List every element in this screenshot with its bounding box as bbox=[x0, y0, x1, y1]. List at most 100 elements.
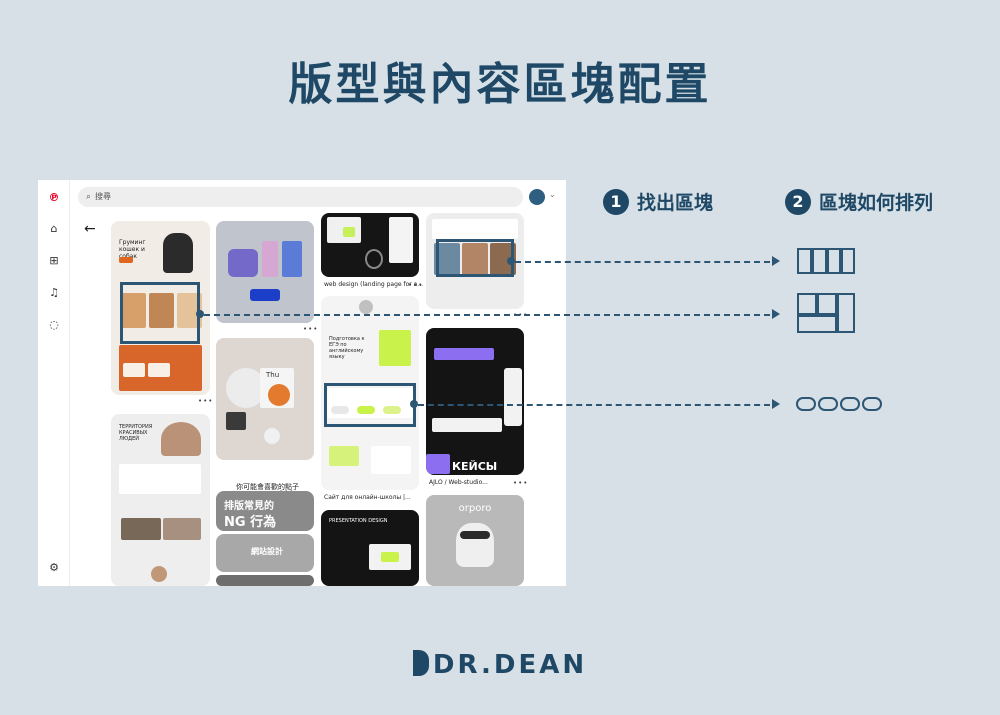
lime-accent bbox=[381, 552, 399, 562]
layout-box bbox=[837, 293, 855, 333]
nft-card bbox=[262, 241, 278, 277]
phone-mock bbox=[389, 217, 413, 263]
brand-mascot-icon bbox=[412, 650, 429, 676]
sphere bbox=[226, 368, 266, 408]
chevron-down-icon[interactable]: ⌄ bbox=[549, 190, 556, 199]
photo-grid bbox=[163, 518, 201, 540]
highlight-block-3 bbox=[324, 383, 416, 427]
course-card bbox=[371, 446, 411, 474]
brand-name: DR.DEAN bbox=[432, 650, 588, 680]
layout-box bbox=[817, 293, 837, 315]
credit-card bbox=[250, 289, 280, 301]
more-icon[interactable]: ••• bbox=[303, 325, 319, 333]
info-card bbox=[123, 363, 145, 377]
layout-pill bbox=[818, 397, 838, 411]
pin-dark[interactable] bbox=[216, 575, 314, 586]
phone-mock bbox=[504, 368, 522, 426]
pin-landing-dark[interactable] bbox=[321, 213, 419, 277]
pin-3d-ui[interactable]: Thu bbox=[216, 338, 314, 460]
lime-accent bbox=[343, 227, 355, 237]
vr-headset bbox=[460, 531, 490, 539]
avatar-image bbox=[151, 566, 167, 582]
portrait-image bbox=[161, 422, 201, 456]
vr-person bbox=[456, 523, 494, 567]
pin-caption: web design (landing page for a... bbox=[324, 281, 424, 288]
nft-card bbox=[282, 241, 302, 277]
pin-layout-ng[interactable]: 排版常見的 NG 行為 bbox=[216, 491, 314, 531]
layout-pill bbox=[796, 397, 816, 411]
layout-pill bbox=[840, 397, 860, 411]
layout-pill bbox=[862, 397, 882, 411]
pin-vr[interactable]: orporo bbox=[426, 495, 524, 586]
connector-line bbox=[204, 314, 770, 316]
pinterest-screenshot: ℗ ⌂ ⊞ ♫ ◌ ⚙ ⌕搜尋 ⌄ ← Груминг кошек и соба… bbox=[38, 180, 566, 586]
connector-line bbox=[418, 404, 770, 406]
landscape-card bbox=[462, 243, 488, 275]
layout-box bbox=[827, 248, 841, 274]
arrow-head-icon bbox=[772, 256, 780, 266]
lime-cubes bbox=[379, 330, 411, 366]
pill bbox=[331, 406, 349, 414]
create-icon[interactable]: ⊞ bbox=[49, 254, 59, 267]
layout-box bbox=[797, 248, 812, 274]
pinterest-logo-icon[interactable]: ℗ bbox=[48, 191, 60, 204]
avatar[interactable] bbox=[529, 189, 545, 205]
dog-image-2 bbox=[149, 293, 174, 328]
highlight-block-2 bbox=[120, 282, 200, 344]
layout-box bbox=[812, 248, 827, 274]
pin-heading: PRESENTATION DESIGN bbox=[329, 518, 388, 524]
step-label: 區塊如何排列 bbox=[819, 192, 934, 214]
pin-beauty[interactable]: ТЕРРИТОРИЯ КРАСИВЫХ ЛЮДЕЙ bbox=[111, 414, 210, 586]
table-block bbox=[432, 219, 518, 239]
sphere bbox=[264, 428, 280, 444]
thu-text: Thu bbox=[266, 371, 280, 379]
connector-node bbox=[410, 400, 418, 408]
nft-card bbox=[228, 249, 258, 277]
cta-button bbox=[119, 257, 133, 263]
orange-orb bbox=[268, 384, 290, 406]
sidebar-rail: ℗ ⌂ ⊞ ♫ ◌ ⚙ bbox=[38, 180, 70, 586]
avatar-image bbox=[359, 300, 373, 314]
arrow-head-icon bbox=[772, 309, 780, 319]
pin-heading: ТЕРРИТОРИЯ КРАСИВЫХ ЛЮДЕЙ bbox=[119, 424, 153, 442]
connector-node bbox=[507, 257, 515, 265]
step-1-header: 1 找出區塊 bbox=[603, 188, 713, 215]
pin-text: NG 行為 bbox=[224, 515, 277, 530]
pin-web-design[interactable]: 網站設計 bbox=[216, 534, 314, 572]
pin-grooming[interactable]: Груминг кошек и собак bbox=[111, 221, 210, 395]
pin-crypto[interactable] bbox=[216, 221, 314, 323]
pin-heading: Груминг кошек и собак bbox=[119, 239, 146, 260]
light-strip bbox=[432, 418, 502, 432]
step-number-badge: 1 bbox=[603, 188, 629, 215]
arrow-head-icon bbox=[772, 399, 780, 409]
more-icon[interactable]: ••• bbox=[408, 281, 424, 289]
photo-grid bbox=[121, 518, 161, 540]
pin-text: orporo bbox=[458, 503, 492, 514]
pin-english-school[interactable]: Подготовка к ЕГЭ по английскому языку bbox=[321, 296, 419, 490]
back-arrow-icon[interactable]: ← bbox=[84, 221, 96, 237]
brand-logo: DR.DEAN bbox=[0, 650, 1000, 680]
page-title: 版型與內容區塊配置 bbox=[288, 59, 712, 110]
info-card bbox=[148, 363, 170, 377]
connector-node bbox=[196, 310, 204, 318]
more-icon[interactable]: ••• bbox=[513, 479, 529, 487]
pin-text: КЕЙСЫ bbox=[452, 460, 498, 473]
pin-web-studio[interactable]: КЕЙСЫ bbox=[426, 328, 524, 475]
step-label: 找出區塊 bbox=[637, 192, 714, 214]
more-icon[interactable]: ••• bbox=[198, 397, 214, 405]
pin-caption: AJLO / Web-studio... bbox=[429, 479, 488, 486]
pin-caption: 你可能會喜歡的點子 bbox=[236, 483, 299, 491]
gear-icon[interactable]: ⚙ bbox=[49, 561, 59, 574]
search-placeholder: 搜尋 bbox=[95, 192, 112, 201]
pin-heading: Подготовка к ЕГЭ по английскому языку bbox=[329, 336, 365, 360]
dark-card bbox=[226, 412, 246, 430]
pill bbox=[357, 406, 375, 414]
home-icon[interactable]: ⌂ bbox=[50, 222, 58, 235]
highlight-block-1 bbox=[436, 239, 514, 277]
pin-travel[interactable] bbox=[426, 213, 524, 309]
pin-presentation[interactable]: PRESENTATION DESIGN bbox=[321, 510, 419, 586]
layout-box bbox=[797, 315, 837, 333]
messages-icon[interactable]: ◌ bbox=[49, 318, 59, 331]
search-input[interactable]: ⌕搜尋 bbox=[78, 187, 523, 207]
bell-icon[interactable]: ♫ bbox=[49, 286, 59, 299]
